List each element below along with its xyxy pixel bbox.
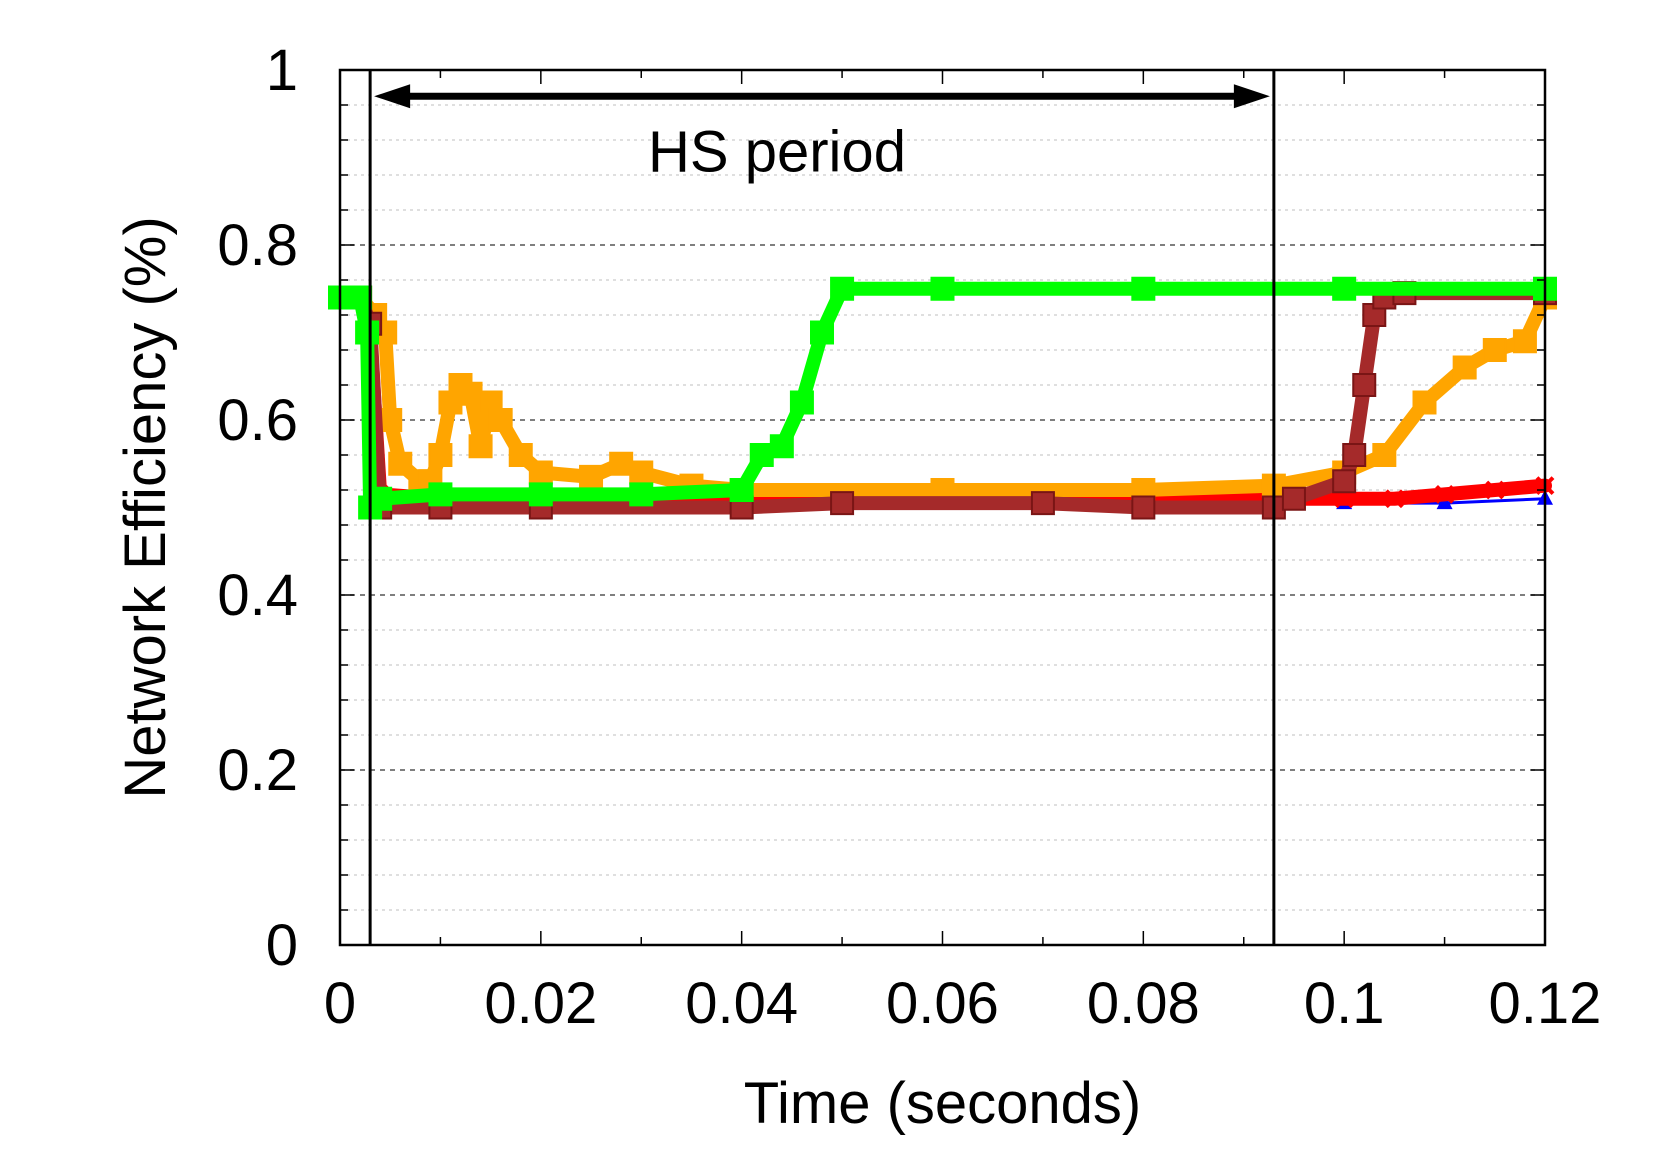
series-point — [609, 451, 634, 476]
series-point — [528, 460, 553, 485]
series-point — [830, 276, 855, 301]
hs-period-annotation: HS period — [374, 84, 1270, 184]
series-point — [1332, 469, 1357, 494]
series-point — [930, 276, 955, 301]
series-point — [769, 434, 794, 459]
series-point — [1281, 486, 1306, 511]
series-point — [1512, 329, 1537, 354]
series-point — [428, 482, 453, 507]
series-group — [328, 276, 1557, 520]
y-axis-label: Network Efficiency (%) — [113, 216, 178, 798]
series-point — [528, 482, 553, 507]
hs-period-arrow-head-right — [1233, 84, 1270, 109]
x-axis-label: Time (seconds) — [744, 1071, 1142, 1136]
series-point — [1372, 443, 1397, 467]
x-tick-label: 0.04 — [685, 971, 798, 1036]
series-point — [1485, 480, 1505, 500]
series-point — [355, 320, 380, 345]
series-point — [629, 460, 654, 485]
series-point — [1352, 373, 1377, 397]
x-tick-label: 0.1 — [1304, 971, 1385, 1036]
series-point — [348, 285, 373, 310]
series-point — [629, 482, 654, 507]
hs-period-label: HS period — [648, 119, 906, 184]
y-tick-label: 1 — [266, 38, 298, 103]
series-point — [1384, 489, 1404, 509]
x-tick-label: 0.12 — [1489, 971, 1602, 1036]
y-tick-label: 0.8 — [217, 213, 298, 278]
series-point — [508, 443, 533, 467]
series-point — [388, 451, 413, 476]
x-tick-label: 0.06 — [886, 971, 999, 1036]
hs-period-arrow-head-left — [374, 84, 411, 109]
series-point — [1452, 355, 1477, 380]
series-point — [1435, 484, 1454, 504]
series-point — [1131, 276, 1156, 301]
hs-period-boundaries — [368, 70, 1276, 945]
series-point — [1436, 494, 1453, 510]
series-point — [579, 464, 604, 489]
y-tick-label: 0 — [266, 913, 298, 978]
y-tick-label: 0.2 — [217, 738, 298, 803]
series-point — [428, 443, 453, 467]
series-point — [1482, 338, 1507, 362]
x-tick-label: 0 — [324, 971, 356, 1036]
series-point — [458, 381, 483, 406]
series-point — [488, 408, 513, 432]
y-tick-label: 0.4 — [217, 563, 298, 628]
series-point — [468, 434, 493, 459]
series-point — [1342, 443, 1367, 467]
x-tick-label: 0.08 — [1087, 971, 1200, 1036]
ticks: 0 0.02 0.04 0.06 0.08 0.1 0.12 0 0.2 0.4 0.6 0.8 1 — [217, 38, 1601, 1036]
series-point — [1412, 390, 1437, 415]
series-point — [810, 320, 834, 345]
series-point — [1332, 276, 1357, 301]
series-point — [368, 486, 393, 511]
series-point — [729, 478, 754, 502]
series-point — [1334, 489, 1354, 509]
series-point — [1030, 491, 1055, 516]
series-point — [789, 390, 814, 415]
y-tick-label: 0.6 — [217, 388, 298, 453]
series-point — [749, 443, 774, 467]
series-point — [1131, 495, 1156, 520]
series-point — [830, 491, 855, 516]
x-tick-label: 0.02 — [484, 971, 597, 1036]
